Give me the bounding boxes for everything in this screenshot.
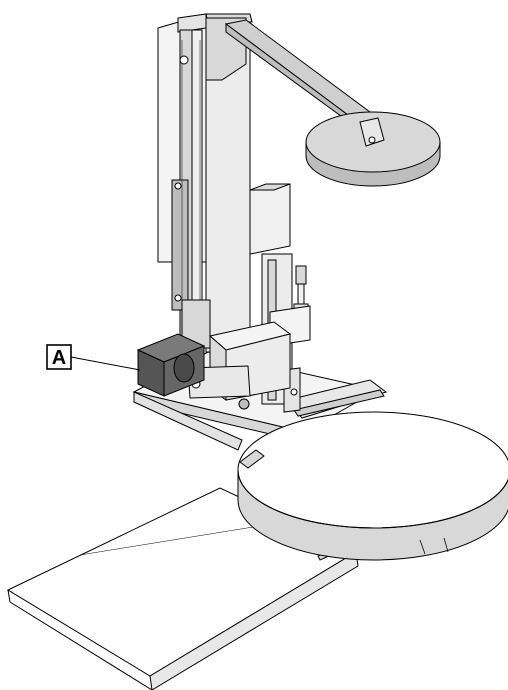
main-mast [157, 13, 253, 353]
drive-motor [136, 333, 206, 397]
callout-a-label: A [52, 347, 66, 369]
turntable [237, 411, 508, 561]
carriage-support [287, 379, 388, 419]
callout-a-leader [70, 356, 141, 371]
front-housing [187, 321, 292, 410]
top-platen [305, 111, 441, 187]
callout-a: A [46, 344, 141, 371]
